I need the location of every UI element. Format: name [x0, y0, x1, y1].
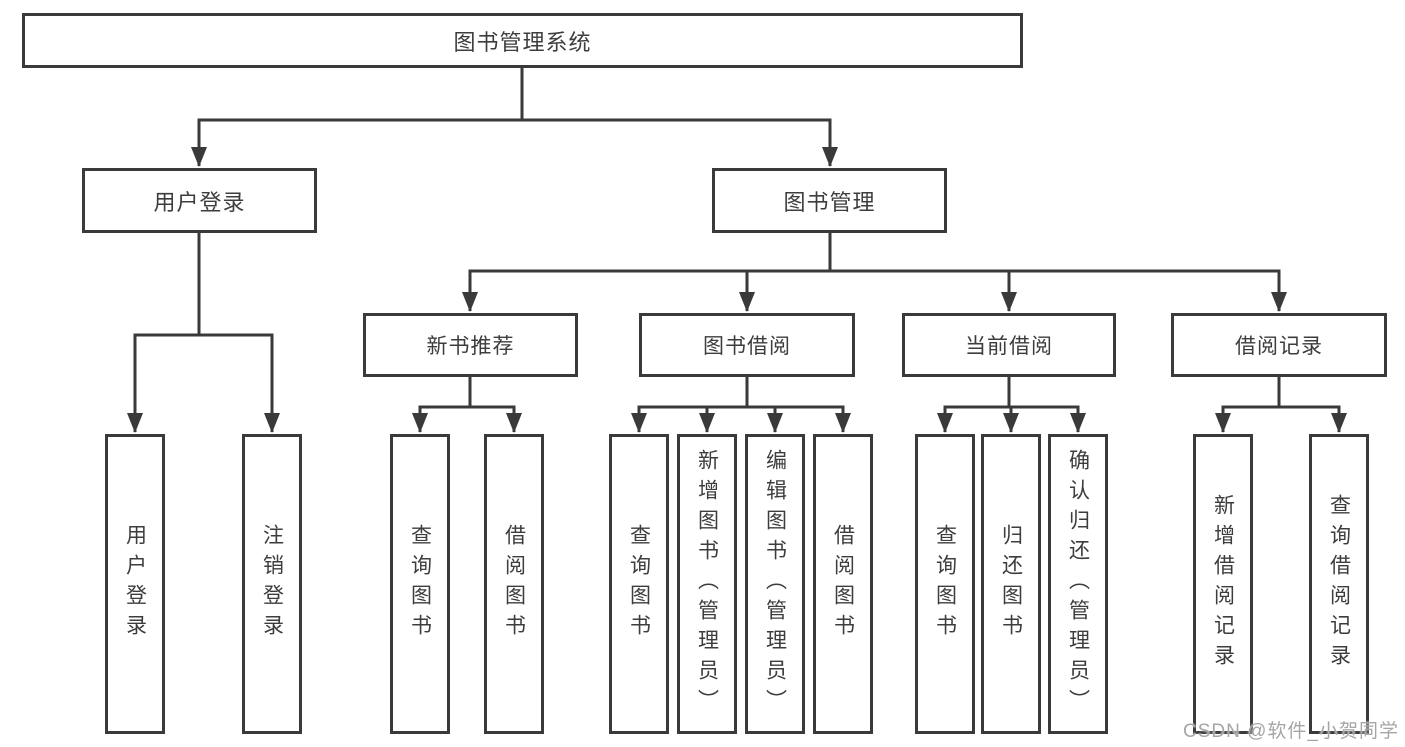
- node-new-book-recommend: 新书推荐: [363, 313, 578, 377]
- leaf-user-login: 用户登录: [105, 434, 165, 734]
- node-book-management-branch: 图书管理: [712, 168, 947, 233]
- leaf-return-books: 归还图书: [981, 434, 1041, 734]
- leaf-edit-books-admin: 编辑图书（管理员）: [745, 434, 805, 734]
- leaf-query-books-recommend: 查询图书: [390, 434, 450, 734]
- leaf-add-books-admin: 新增图书（管理员）: [677, 434, 737, 734]
- leaf-borrow-books-recommend: 借阅图书: [484, 434, 544, 734]
- node-book-borrowing: 图书借阅: [639, 313, 855, 377]
- leaf-query-books-current: 查询图书: [915, 434, 975, 734]
- node-current-borrowing: 当前借阅: [902, 313, 1116, 377]
- csdn-watermark: CSDN @软件_小贺同学: [1183, 721, 1399, 742]
- leaf-query-borrow-record: 查询借阅记录: [1309, 434, 1369, 734]
- node-library-management-system: 图书管理系统: [22, 13, 1023, 68]
- leaf-confirm-return-admin: 确认归还（管理员）: [1048, 434, 1108, 734]
- leaf-logout: 注销登录: [242, 434, 302, 734]
- node-borrowing-records: 借阅记录: [1171, 313, 1387, 377]
- leaf-query-books-borrowing: 查询图书: [609, 434, 669, 734]
- leaf-add-borrow-record: 新增借阅记录: [1193, 434, 1253, 734]
- node-user-login-branch: 用户登录: [82, 168, 317, 233]
- leaf-borrow-books-borrowing: 借阅图书: [813, 434, 873, 734]
